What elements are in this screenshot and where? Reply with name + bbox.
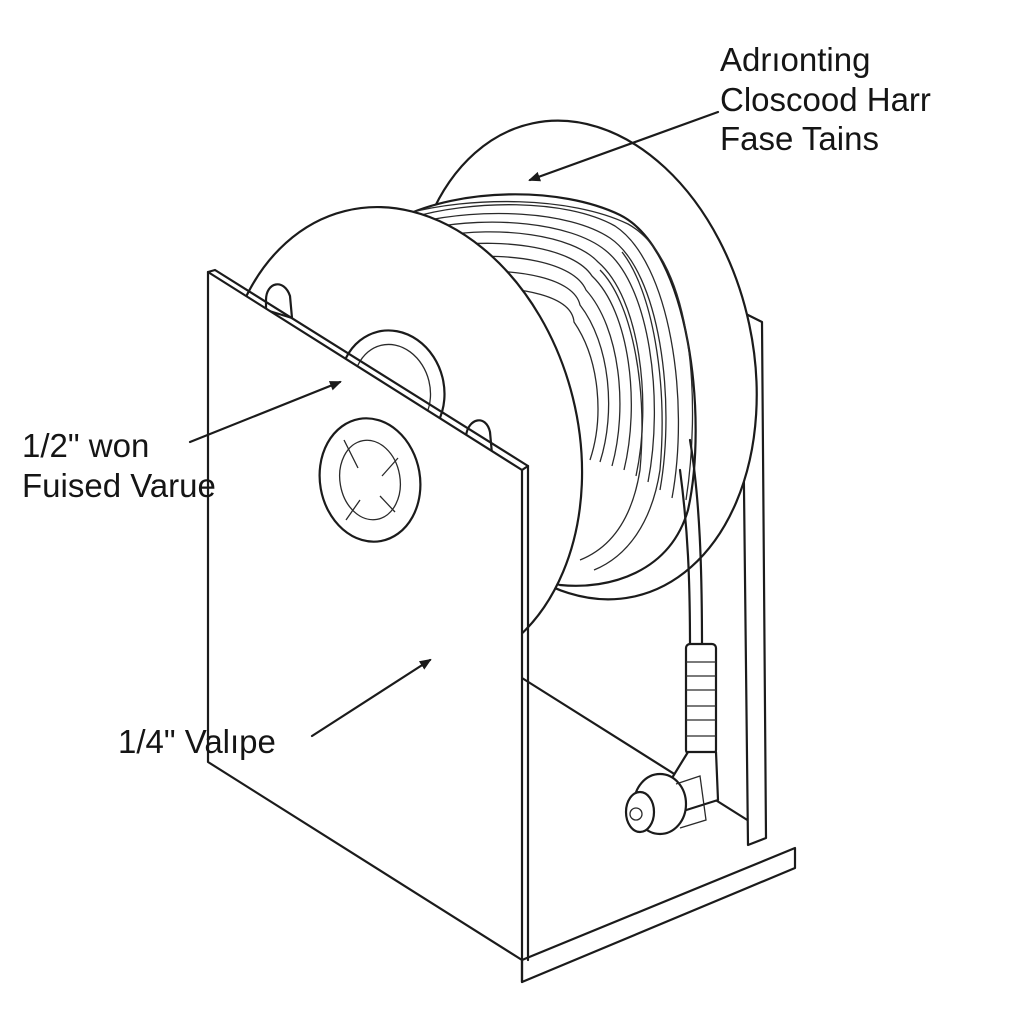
leader-arrows — [188, 110, 720, 738]
label-mid-line1: 1/2" won — [22, 427, 150, 464]
base-plate — [520, 676, 797, 984]
label-top-right: Adrıonting Closcood Harr Fase Tains — [720, 40, 931, 159]
label-top-line1: Adrıonting — [720, 41, 871, 78]
label-bot-line1: 1/4" Valıpe — [118, 723, 276, 760]
label-top-line3: Fase Tains — [720, 120, 879, 158]
label-top-line2: Closcood Harr — [720, 80, 931, 118]
front-side-plate — [206, 268, 530, 962]
label-mid-line2: Fuised Varue — [22, 466, 216, 504]
label-middle-left: 1/2" won Fuised Varue — [22, 426, 216, 505]
label-bottom-left: 1/4" Valıpe — [118, 722, 276, 762]
hose-outlet — [624, 438, 720, 836]
